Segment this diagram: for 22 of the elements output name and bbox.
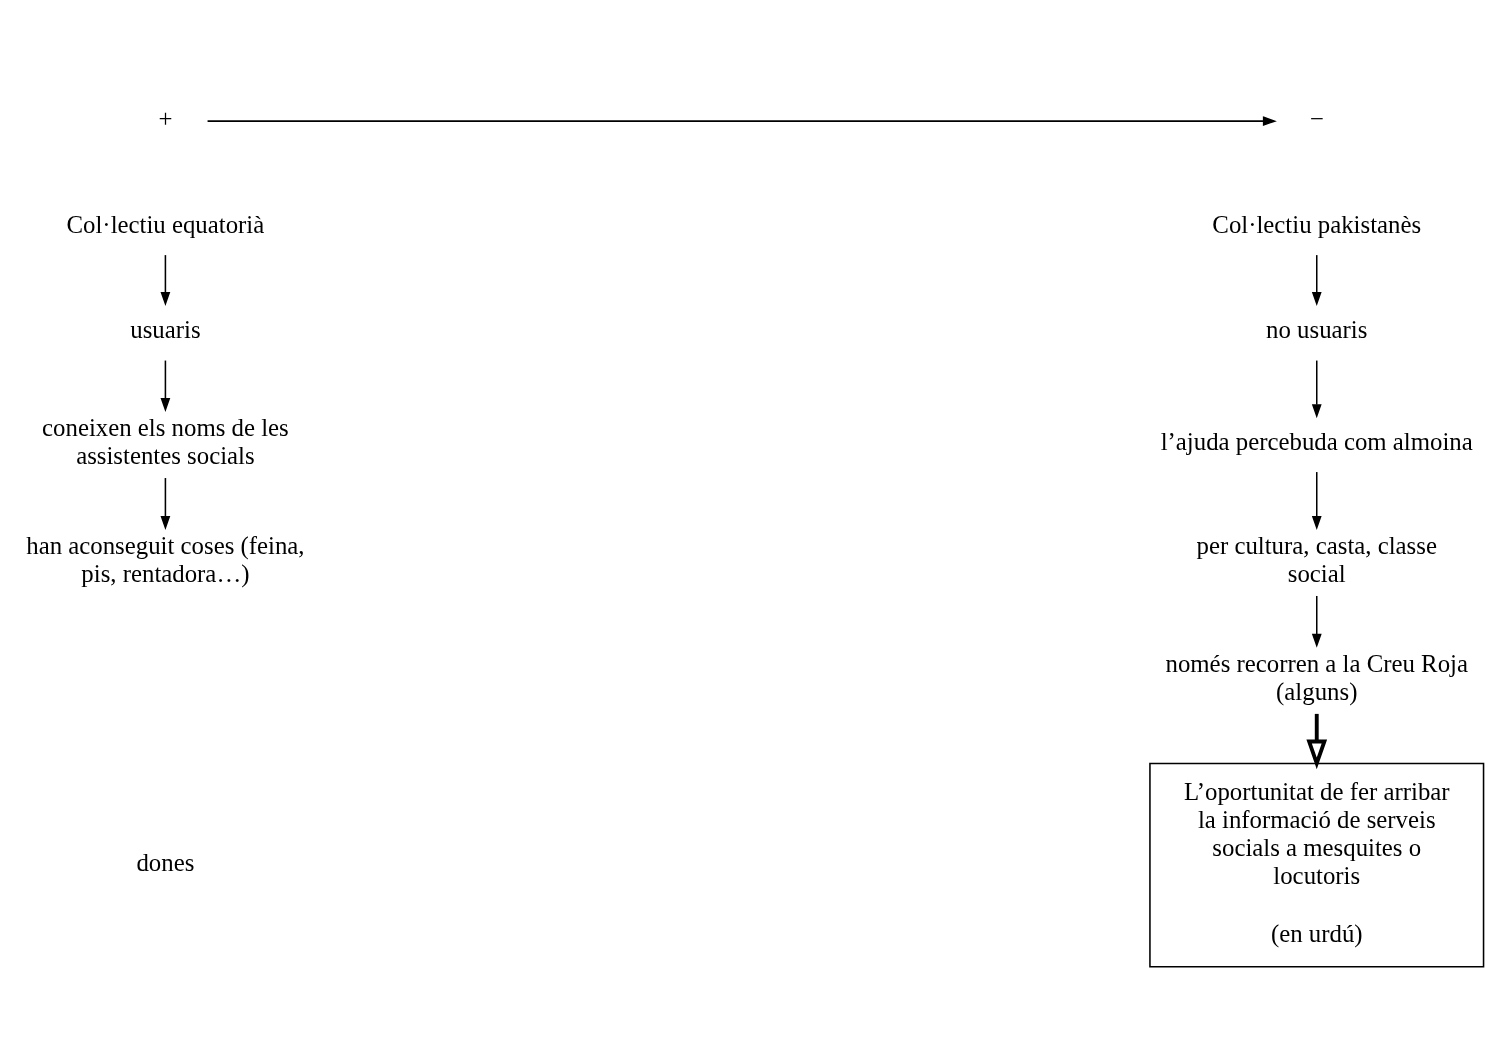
arrow (1311, 470, 1322, 530)
node-text: no usuaris (1266, 315, 1368, 343)
arrow (160, 253, 171, 306)
node-text: − (1309, 104, 1324, 132)
node-text: coneixen els noms de les assistentes socials (42, 413, 289, 469)
node-text: + (158, 104, 173, 132)
node-text: Col·lectiu pakistanès (1212, 210, 1422, 238)
arrow (160, 476, 171, 530)
node-text: per cultura, casta, classe social (1196, 531, 1437, 587)
node-box: L’oportunitat de fer arribar la informació de serveis socials a mesquites o locutoris (en urdú) (1149, 762, 1485, 968)
node-text: només recorren a la Creu Roja (alguns) (1165, 649, 1468, 705)
label: dones (136, 848, 195, 876)
arrow (1311, 253, 1322, 306)
node-text: usuaris (130, 315, 201, 343)
arrow (1306, 713, 1328, 769)
arrow (160, 359, 171, 412)
node-text: l’ajuda percebuda com almoina (1160, 427, 1473, 455)
arrow (1311, 359, 1322, 418)
arrow (1311, 594, 1322, 648)
node-text: han aconseguit coses (feina, pis, rentadora…) (26, 531, 305, 587)
arrow (206, 115, 1277, 126)
node-text: Col·lectiu equatorià (66, 210, 265, 238)
